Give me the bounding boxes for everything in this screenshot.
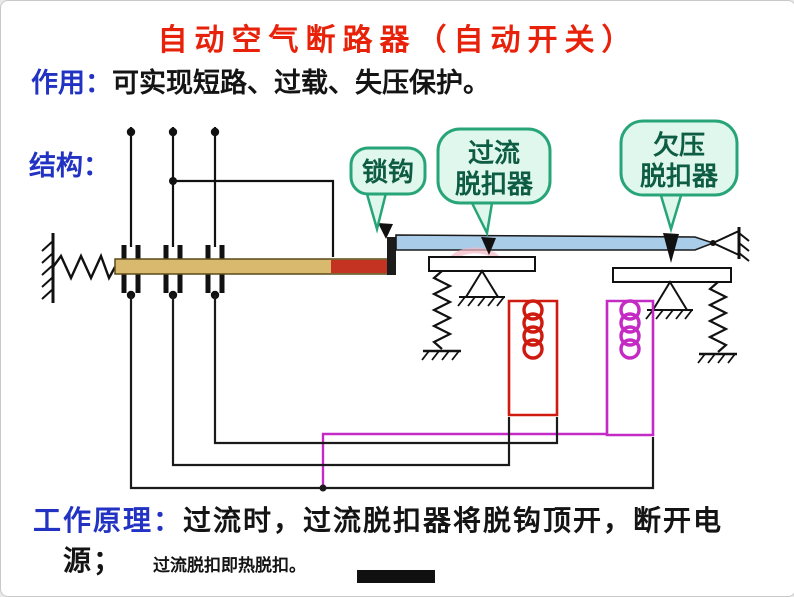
page-title: 自动空气断路器（自动开关） bbox=[157, 24, 639, 57]
principle-text-line2: 源； bbox=[63, 545, 124, 576]
lock-hook-arrow-icon bbox=[378, 223, 393, 239]
function-text: 可实现短路、过载、失压保护。 bbox=[112, 68, 490, 98]
function-label: 作用： bbox=[31, 68, 112, 98]
overcurrent-coil bbox=[507, 299, 559, 417]
callout-overcurrent: 过流 脱扣器 bbox=[436, 127, 552, 237]
structure-label: 结构： bbox=[29, 144, 110, 183]
principle-line1: 工作原理：过流时，过流脱扣器将脱钩顶开，断开电 bbox=[33, 499, 723, 539]
callout-undervoltage: 欠压 脱扣器 bbox=[619, 119, 739, 234]
structure-label-text: 结构： bbox=[29, 151, 110, 181]
callout-lock-hook-label: 锁钩 bbox=[362, 157, 414, 187]
left-wall-and-spring bbox=[41, 233, 117, 303]
function-line: 作用：可实现短路、过载、失压保护。 bbox=[31, 61, 490, 100]
lock-hook bbox=[387, 237, 396, 275]
contact-bar-red-tip bbox=[331, 260, 392, 273]
undervoltage-coil bbox=[321, 299, 655, 488]
undervoltage-arrow-icon bbox=[663, 233, 679, 263]
callout-overcurrent-line2: 脱扣器 bbox=[455, 169, 534, 199]
callout-undervoltage-line1: 欠压 bbox=[653, 130, 705, 160]
principle-note: 过流脱扣即热脱扣。 bbox=[153, 556, 306, 575]
undervoltage-spring bbox=[707, 281, 729, 353]
moving-contact-bar bbox=[114, 258, 394, 275]
footer-bar bbox=[357, 570, 435, 583]
principle-text-line1: 过流时，过流脱扣器将脱钩顶开，断开电 bbox=[183, 505, 724, 536]
callout-undervoltage-line2: 脱扣器 bbox=[640, 161, 719, 191]
overcurrent-spring bbox=[431, 270, 453, 350]
bottom-wires bbox=[129, 295, 655, 492]
trip-lever bbox=[395, 234, 716, 251]
undervoltage-wire bbox=[321, 432, 607, 488]
principle-label: 工作原理： bbox=[33, 505, 184, 536]
lever-pivot bbox=[710, 227, 750, 262]
overcurrent-arrow-icon bbox=[481, 237, 496, 255]
callout-overcurrent-line1: 过流 bbox=[468, 138, 520, 168]
overcurrent-trip-device bbox=[421, 256, 536, 361]
top-cross-wire bbox=[173, 179, 335, 257]
pointer-arrows bbox=[378, 223, 679, 263]
callout-lock-hook: 锁钩 bbox=[349, 146, 427, 234]
